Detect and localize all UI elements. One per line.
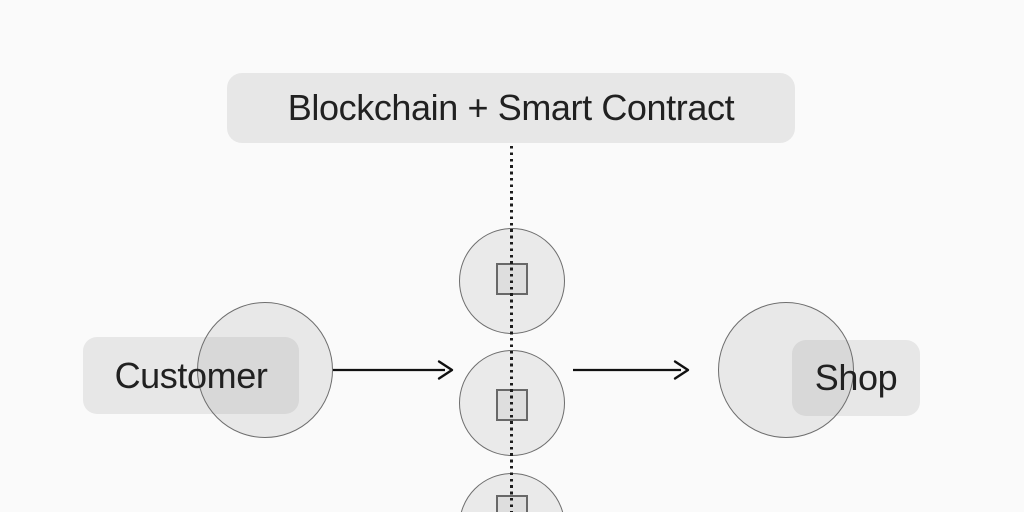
shop-label-text: Shop	[814, 357, 898, 398]
arrow-customer-to-chain-icon	[333, 360, 454, 380]
customer-circle	[197, 302, 333, 438]
blockchain-label-pill	[227, 73, 795, 143]
arrow-chain-to-shop-icon	[573, 360, 690, 380]
customer-label-text: Customer	[114, 354, 268, 396]
blockchain-label-text: Blockchain + Smart Contract	[287, 87, 735, 128]
shop-circle	[718, 302, 854, 438]
dotted-connector-line	[510, 146, 513, 512]
